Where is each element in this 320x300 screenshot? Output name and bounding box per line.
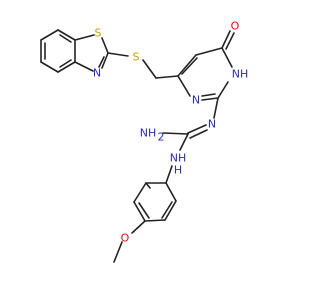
- thiazole-sulfur-label: S: [95, 27, 102, 40]
- aryl-amine-n-label: NH: [170, 152, 187, 165]
- imine-nitrogen-label: N: [208, 118, 216, 131]
- carbonyl-oxygen-label: O: [231, 20, 240, 33]
- carbonyl-group: [221, 30, 235, 50]
- amino-nh-label: NH: [140, 127, 157, 140]
- thiazole-ring: [74, 34, 109, 72]
- atom-labels: S N S O NH N N NH 2 NH H O: [93, 20, 248, 245]
- thioether-linker: [107, 52, 179, 79]
- benzene-ring-fused: [40, 29, 76, 73]
- ring-nitrogen-label: N: [192, 94, 200, 107]
- methoxy-oxygen-label: O: [121, 232, 130, 245]
- ring-nh-label: NH: [232, 68, 249, 81]
- amino-subscript-label: 2: [158, 131, 165, 144]
- thiazole-nitrogen-label: N: [93, 67, 101, 80]
- structure-diagram: S N S O NH N N NH 2 NH H O: [40, 20, 248, 263]
- thioether-sulfur-label: S: [133, 51, 140, 64]
- aryl-amine-h-label: H: [174, 164, 182, 177]
- methoxy-group: [113, 220, 146, 263]
- guanidine-group: [162, 97, 219, 151]
- pyrimidinone-ring: [177, 47, 233, 101]
- methoxyphenyl-ring: [133, 165, 177, 222]
- molecule-canvas: S N S O NH N N NH 2 NH H O: [40, 20, 248, 263]
